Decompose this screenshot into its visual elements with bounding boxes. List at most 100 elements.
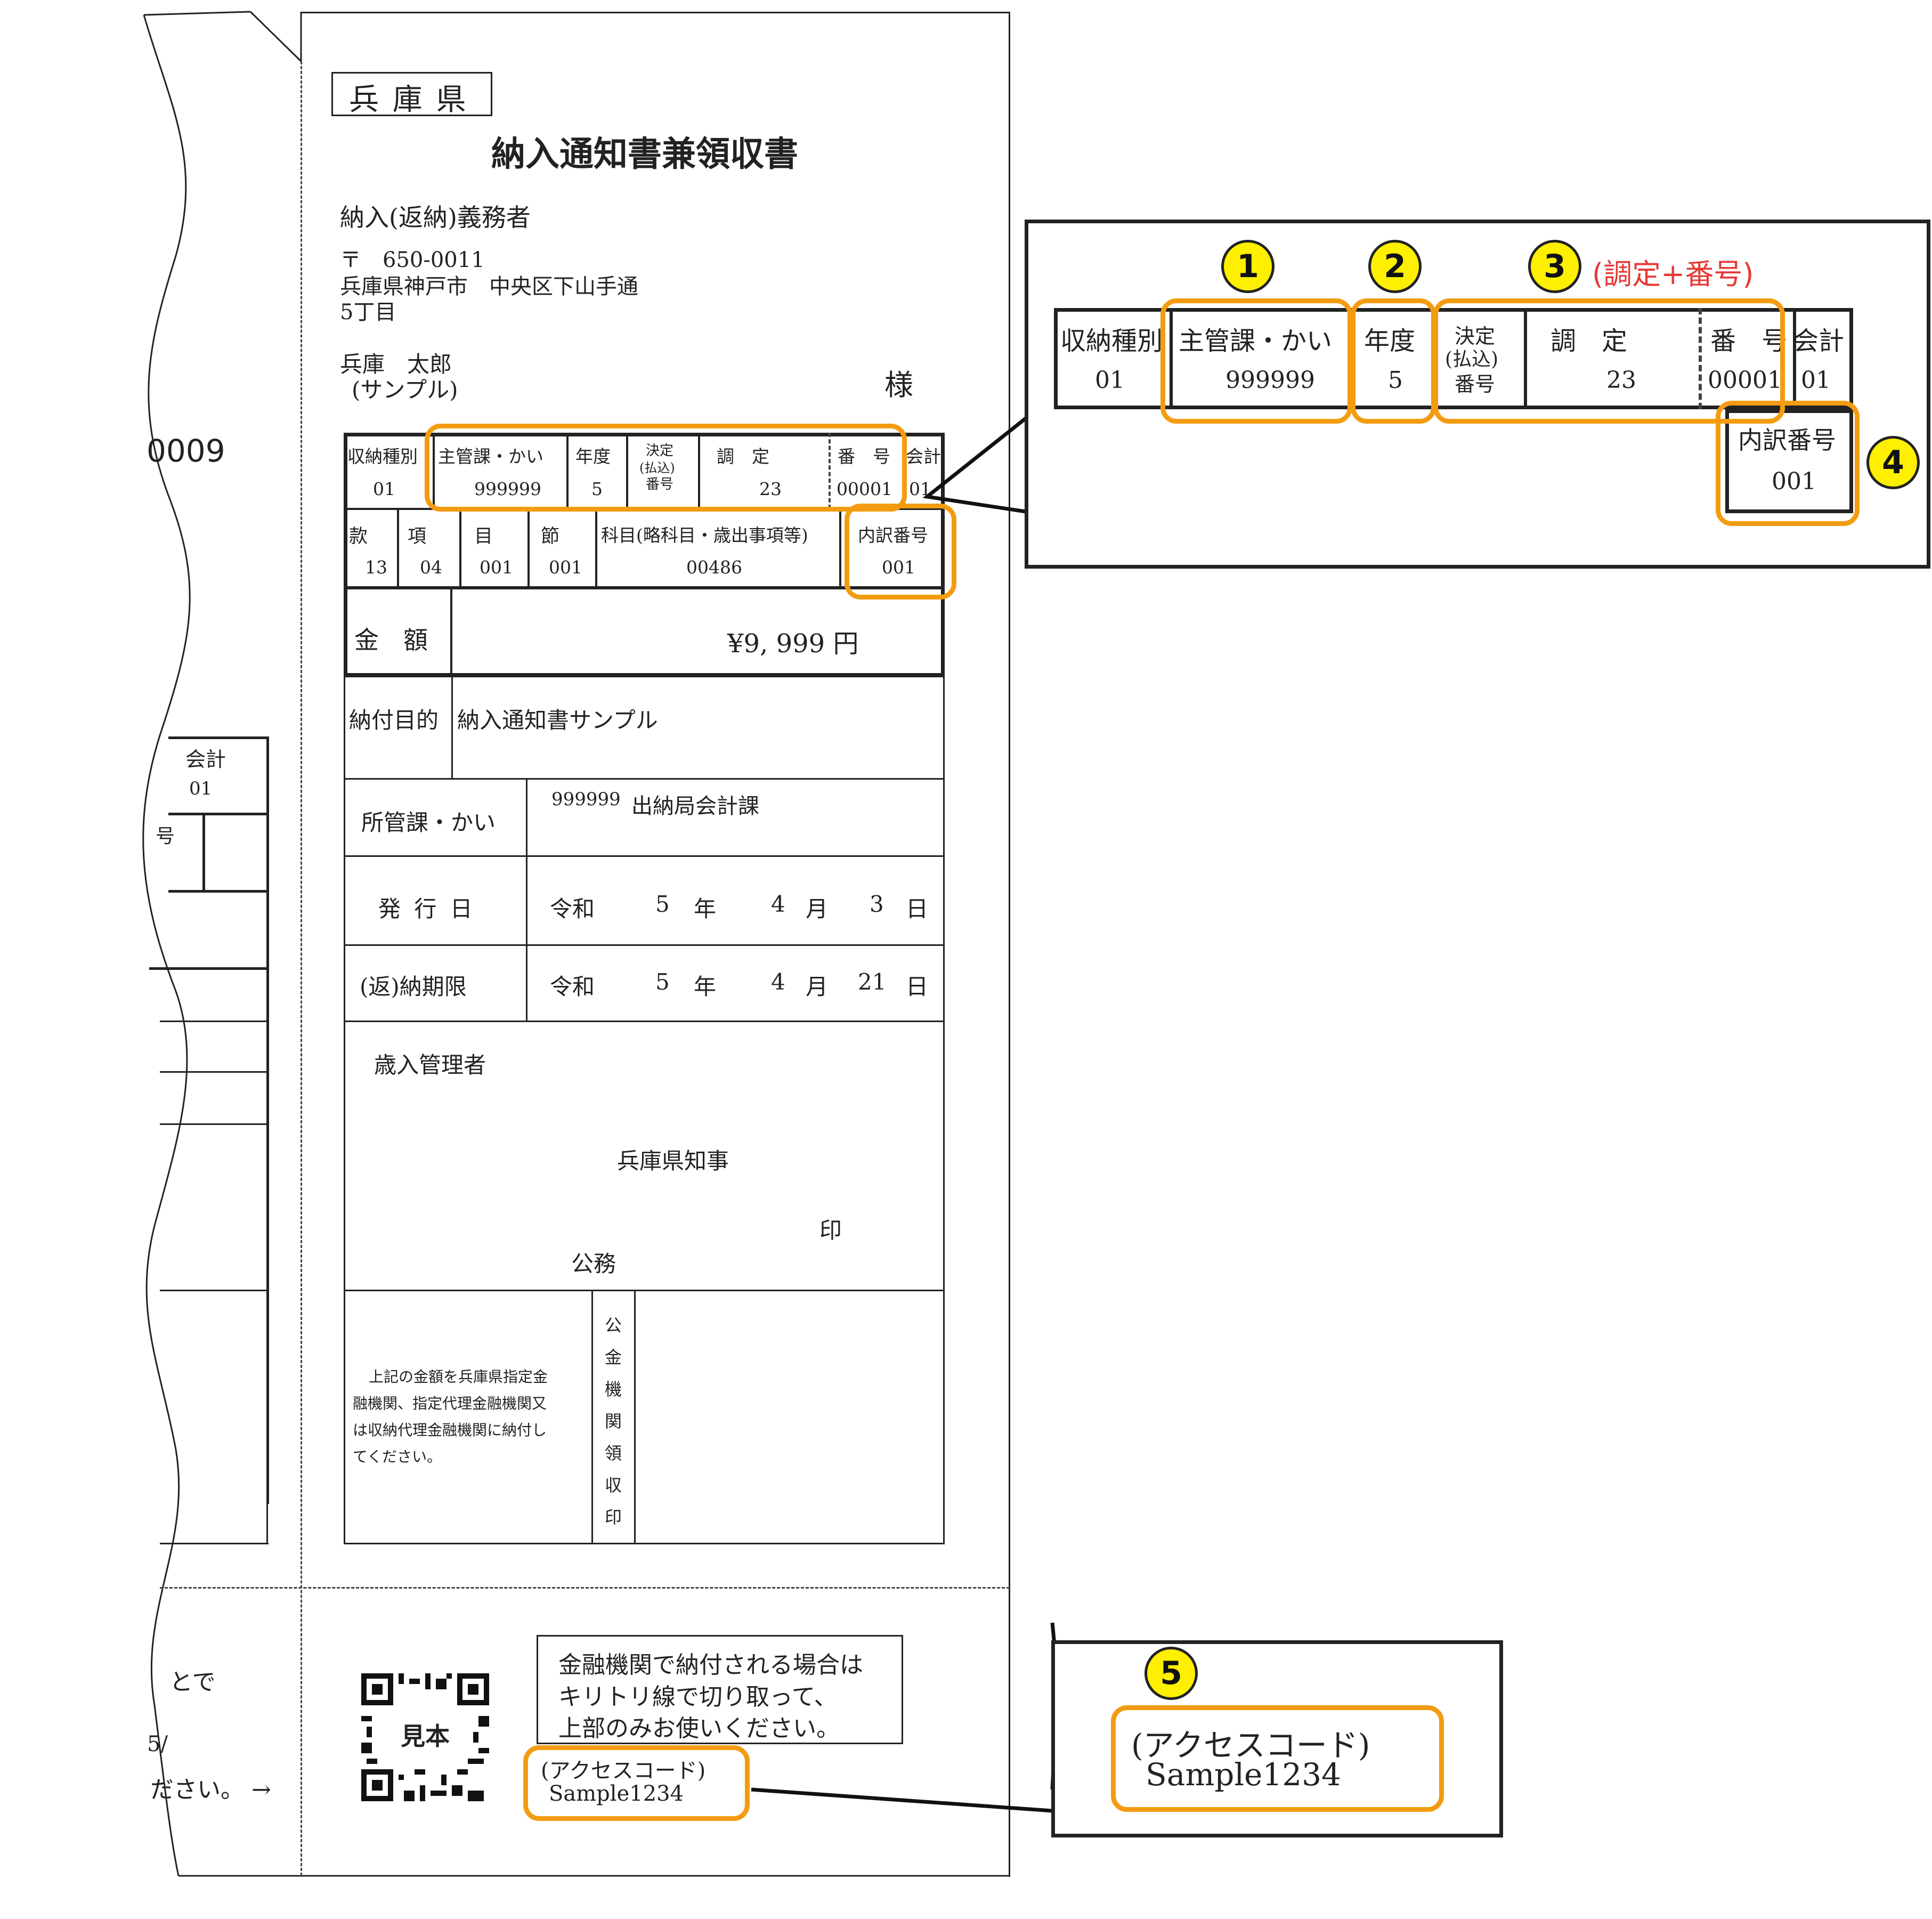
deadline-era: 令和: [550, 974, 595, 1000]
h-moku: 目: [474, 526, 493, 547]
issue-month-unit: 月: [806, 896, 829, 922]
governor: 兵庫県知事: [617, 1148, 729, 1174]
honorific: 様: [884, 368, 913, 402]
z-v-type: 01: [1095, 367, 1125, 394]
payer-name: 兵庫 太郎: [340, 351, 452, 377]
h-year: 年度: [575, 446, 611, 467]
left-code-fragment: 0009: [147, 433, 225, 469]
issue-day: 3: [870, 891, 884, 917]
lower-table: [344, 676, 945, 1544]
zoom-highlight-4: [1716, 401, 1860, 526]
office-label: 所管課・かい: [361, 809, 496, 836]
postal-code: 〒 650-0011: [340, 248, 485, 272]
z-h-adj: 調 定: [1551, 326, 1628, 356]
zoom-highlight-1: [1160, 298, 1352, 424]
h-uchi: 内訳番号: [858, 525, 928, 546]
zoom-table: [1054, 308, 1853, 409]
v-uchi: 001: [882, 557, 915, 578]
note-chotei-bango: (調定+番号): [1592, 257, 1754, 291]
z-h-num: 番 号: [1710, 326, 1788, 356]
bank-v-1: 公: [605, 1315, 622, 1335]
left-note-2: 5/: [147, 1732, 168, 1756]
amount-label: 金 額: [354, 626, 428, 654]
koumu-label: 公務: [571, 1251, 616, 1277]
seal-mark: 印: [819, 1217, 842, 1243]
z-v-year: 5: [1388, 367, 1403, 394]
deadline-month-unit: 月: [806, 974, 829, 1000]
h-kamoku: 科目(略科目・歳出事項等): [601, 525, 808, 546]
bank-v-6: 収: [605, 1475, 622, 1495]
h-dept: 主管課・かい: [438, 446, 543, 467]
cut-notice-box: [537, 1635, 903, 1744]
z-h-uchi: 内訳番号: [1738, 426, 1836, 455]
h-kan: 款: [349, 526, 368, 547]
zoom-highlight-2: [1351, 298, 1436, 424]
h-acc: 会計: [906, 446, 941, 467]
qr-code-icon: [361, 1673, 489, 1801]
main-code-table: [344, 433, 945, 677]
deadline-day: 21: [858, 969, 887, 995]
issue-year-unit: 年: [694, 896, 717, 922]
z-h-dec-1: 決定: [1455, 325, 1496, 348]
z-h-year: 年度: [1364, 326, 1416, 356]
bank-v-7: 印: [605, 1507, 622, 1527]
z-h-dec-3: 番号: [1455, 373, 1496, 396]
z-v-num: 00001: [1708, 367, 1782, 394]
z-h-acc: 会計: [1793, 326, 1845, 356]
z-access-code: Sample1234: [1146, 1756, 1341, 1793]
badge-4: 4: [1866, 436, 1920, 489]
access-code: Sample1234: [549, 1782, 684, 1806]
h-num: 番 号: [838, 446, 890, 467]
z-v-uchi: 001: [1772, 468, 1816, 495]
v-dept: 999999: [474, 479, 541, 499]
z-h-dec-2: (払込): [1445, 349, 1499, 370]
bank-v-5: 領: [605, 1443, 622, 1463]
h-dec-3: 番号: [646, 476, 674, 492]
highlight-row1: [425, 424, 907, 512]
deadline-year-unit: 年: [694, 974, 717, 1000]
badge-1: 1: [1221, 240, 1275, 293]
badge-5: 5: [1144, 1647, 1198, 1700]
v-num: 00001: [837, 479, 892, 499]
left-acc-label: 会計: [185, 748, 226, 771]
issue-label: 発 行 日: [378, 896, 476, 922]
prefecture-name: 兵 庫 県: [349, 83, 468, 117]
prefecture-box: [331, 72, 492, 116]
v-type: 01: [373, 479, 395, 499]
highlight-access: [523, 1745, 750, 1821]
h-type: 収納種別: [347, 446, 418, 467]
z-h-type: 収納種別: [1060, 326, 1163, 356]
cut-note-2: キリトリ線で切り取って、: [558, 1683, 838, 1711]
deadline-label: (返)納期限: [360, 974, 467, 1000]
v-kan: 13: [365, 557, 387, 578]
v-moku: 001: [480, 557, 513, 578]
issue-day-unit: 日: [906, 896, 929, 922]
notice-4: てください。: [353, 1448, 442, 1465]
manager-label: 歳入管理者: [374, 1052, 486, 1078]
highlight-uchi: [845, 504, 956, 600]
z-v-dept: 999999: [1225, 367, 1315, 394]
bank-v-3: 機: [605, 1379, 622, 1399]
cut-note-3: 上部のみお使いください。: [558, 1715, 840, 1742]
address-line-1: 兵庫県神戸市 中央区下山手通: [340, 274, 638, 299]
h-setsu: 節: [541, 526, 560, 547]
deadline-year: 5: [655, 969, 670, 995]
h-adj: 調 定: [717, 446, 769, 467]
v-adj: 23: [759, 479, 782, 499]
left-note-1: とで: [169, 1669, 216, 1696]
zoom-highlight-5: [1111, 1705, 1444, 1812]
bank-v-4: 関: [605, 1411, 622, 1431]
issue-month: 4: [771, 891, 785, 917]
issue-era: 令和: [550, 896, 595, 922]
notice-3: は収納代理金融機関に納付し: [353, 1421, 547, 1439]
office-code: 999999: [551, 789, 621, 810]
v-kamoku: 00486: [686, 557, 742, 578]
v-year: 5: [591, 479, 603, 499]
v-kou: 04: [420, 557, 442, 578]
z-v-adj: 23: [1606, 367, 1636, 394]
notice-2: 融機関、指定代理金融機関又: [353, 1395, 547, 1412]
zoom-uchi-table: [1725, 409, 1853, 513]
notice-1: 上記の金額を兵庫県指定金: [369, 1368, 548, 1386]
payer-heading: 納入(返納)義務者: [340, 203, 531, 232]
